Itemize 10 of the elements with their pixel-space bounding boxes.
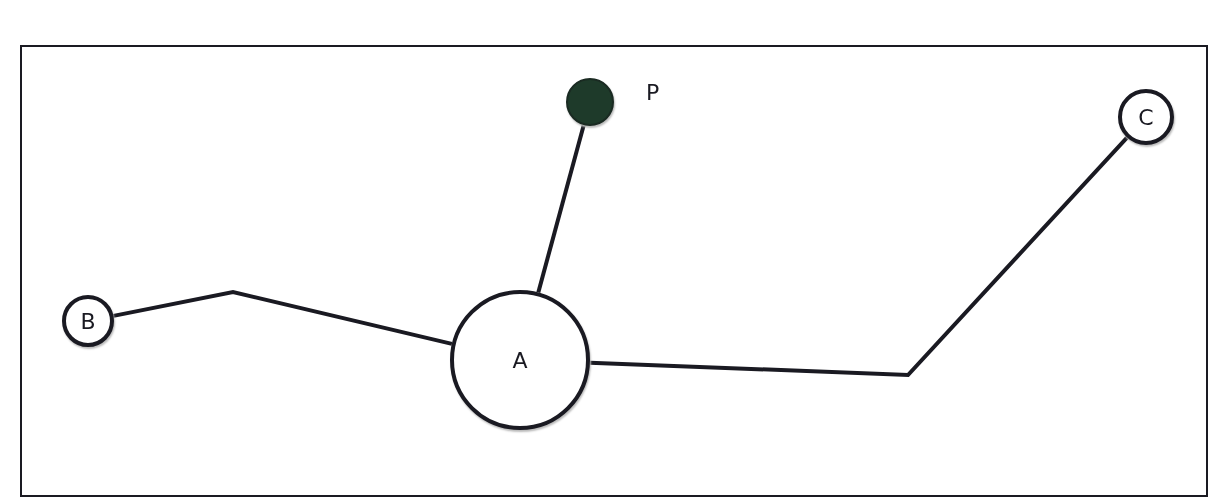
node-label: B [80,308,96,334]
connector-line [113,289,453,346]
connector-line [589,136,1129,378]
filled-circle [566,78,614,126]
circle-node [1118,89,1174,145]
circle-node [62,295,114,347]
connector-line [536,124,586,293]
point-label: P [646,80,660,105]
node-label: A [512,347,528,373]
node-label: C [1138,104,1154,130]
